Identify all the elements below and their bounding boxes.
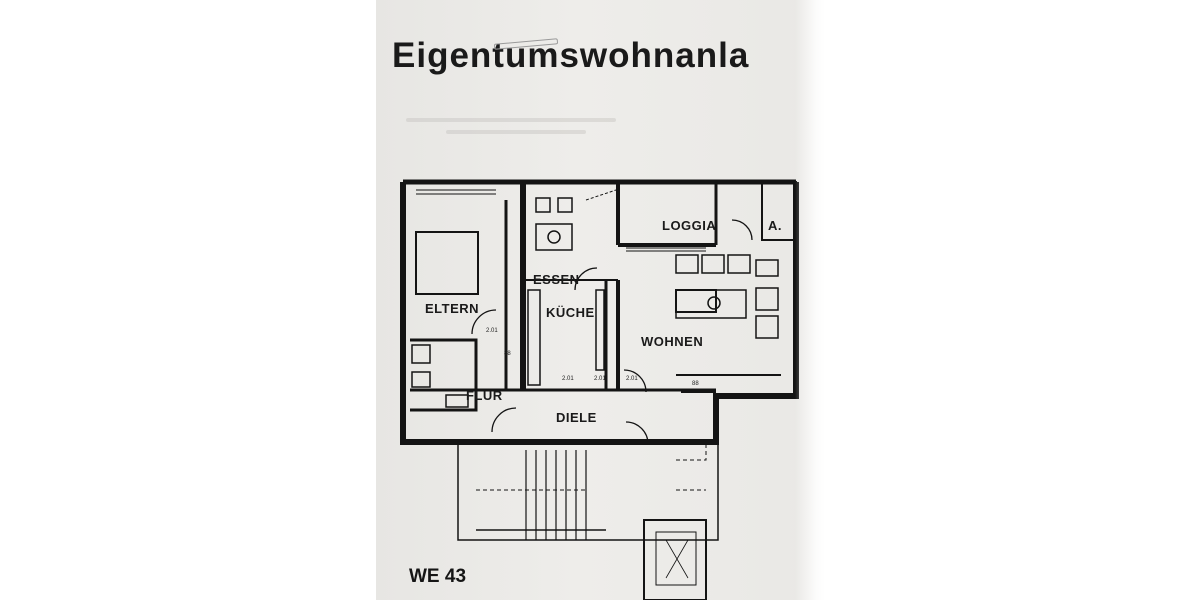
dimension-mark: 2.01 (626, 376, 638, 382)
dimension-mark: 88 (692, 381, 699, 387)
room-label-eltern: ELTERN (425, 301, 479, 316)
room-labels: LOGGIA A. ESSEN KÜCHE ELTERN WOHNEN FLUR… (425, 218, 782, 425)
room-label-diele: DIELE (556, 410, 597, 425)
faded-text (406, 118, 666, 158)
dimension-mark: 2.01 (594, 376, 606, 382)
room-label-wohnen: WOHNEN (641, 334, 703, 349)
unit-label: WE 43 (409, 566, 467, 587)
room-label-kueche: KÜCHE (546, 305, 595, 320)
room-label-flur: FLUR (466, 388, 503, 403)
dimension-marks: 2.01 2.01 2.01 2.01 88 88 (486, 328, 699, 387)
document-title: Eigentumswohnanla (392, 36, 750, 75)
room-label-loggia: LOGGIA (662, 218, 716, 233)
plan-walls (400, 179, 799, 600)
dimension-mark: 88 (504, 351, 511, 357)
room-label-essen: ESSEN (533, 272, 580, 287)
room-label-abstell: A. (768, 218, 782, 233)
floor-plan: LOGGIA A. ESSEN KÜCHE ELTERN WOHNEN FLUR… (400, 179, 799, 600)
document-photo: Eigentumswohnanla (376, 0, 825, 600)
dimension-mark: 2.01 (562, 376, 574, 382)
dimension-mark: 2.01 (486, 328, 498, 334)
